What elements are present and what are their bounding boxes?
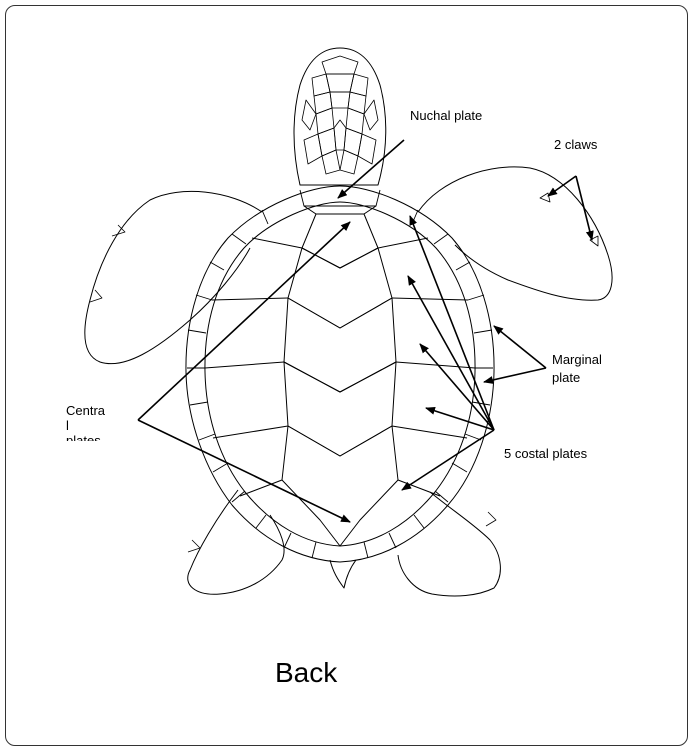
marginal-dividers — [187, 190, 493, 558]
central-plates — [282, 214, 398, 546]
right-rear-flipper — [398, 492, 500, 596]
marginal-arrow-1 — [494, 326, 546, 368]
head-scales — [302, 56, 378, 174]
pointer-lines — [138, 140, 592, 522]
central-arrow-1 — [138, 222, 350, 420]
central-arrow-2 — [138, 420, 350, 522]
left-rear-flipper — [188, 490, 284, 594]
nuchal-scute — [304, 206, 376, 214]
costal-arrow-1 — [410, 216, 494, 430]
shell-outline — [186, 186, 494, 562]
claws-label: 2 claws — [554, 137, 597, 153]
marginal-plate-label: Marginal plate — [552, 352, 602, 386]
claw-arrow-2 — [576, 176, 592, 240]
marginal-label-line2: plate — [552, 370, 602, 386]
nuchal-arrow — [338, 140, 404, 198]
central-label-line2: l — [66, 418, 136, 433]
nuchal-plate-label: Nuchal plate — [410, 108, 482, 124]
view-caption: Back — [275, 657, 337, 689]
costal-plates-label: 5 costal plates — [504, 446, 587, 462]
costal-arrow-3 — [420, 344, 494, 430]
turtle-head — [294, 48, 386, 185]
costal-arrow-5 — [402, 430, 494, 490]
central-label-line1: Centra — [66, 403, 136, 418]
left-front-flipper — [85, 191, 262, 363]
central-plates-label: Centra l plates — [66, 403, 136, 441]
central-label-line3: plates — [66, 433, 136, 441]
marginal-arrow-2 — [484, 368, 546, 382]
tail — [330, 560, 356, 588]
marginal-label-line1: Marginal — [552, 352, 602, 368]
